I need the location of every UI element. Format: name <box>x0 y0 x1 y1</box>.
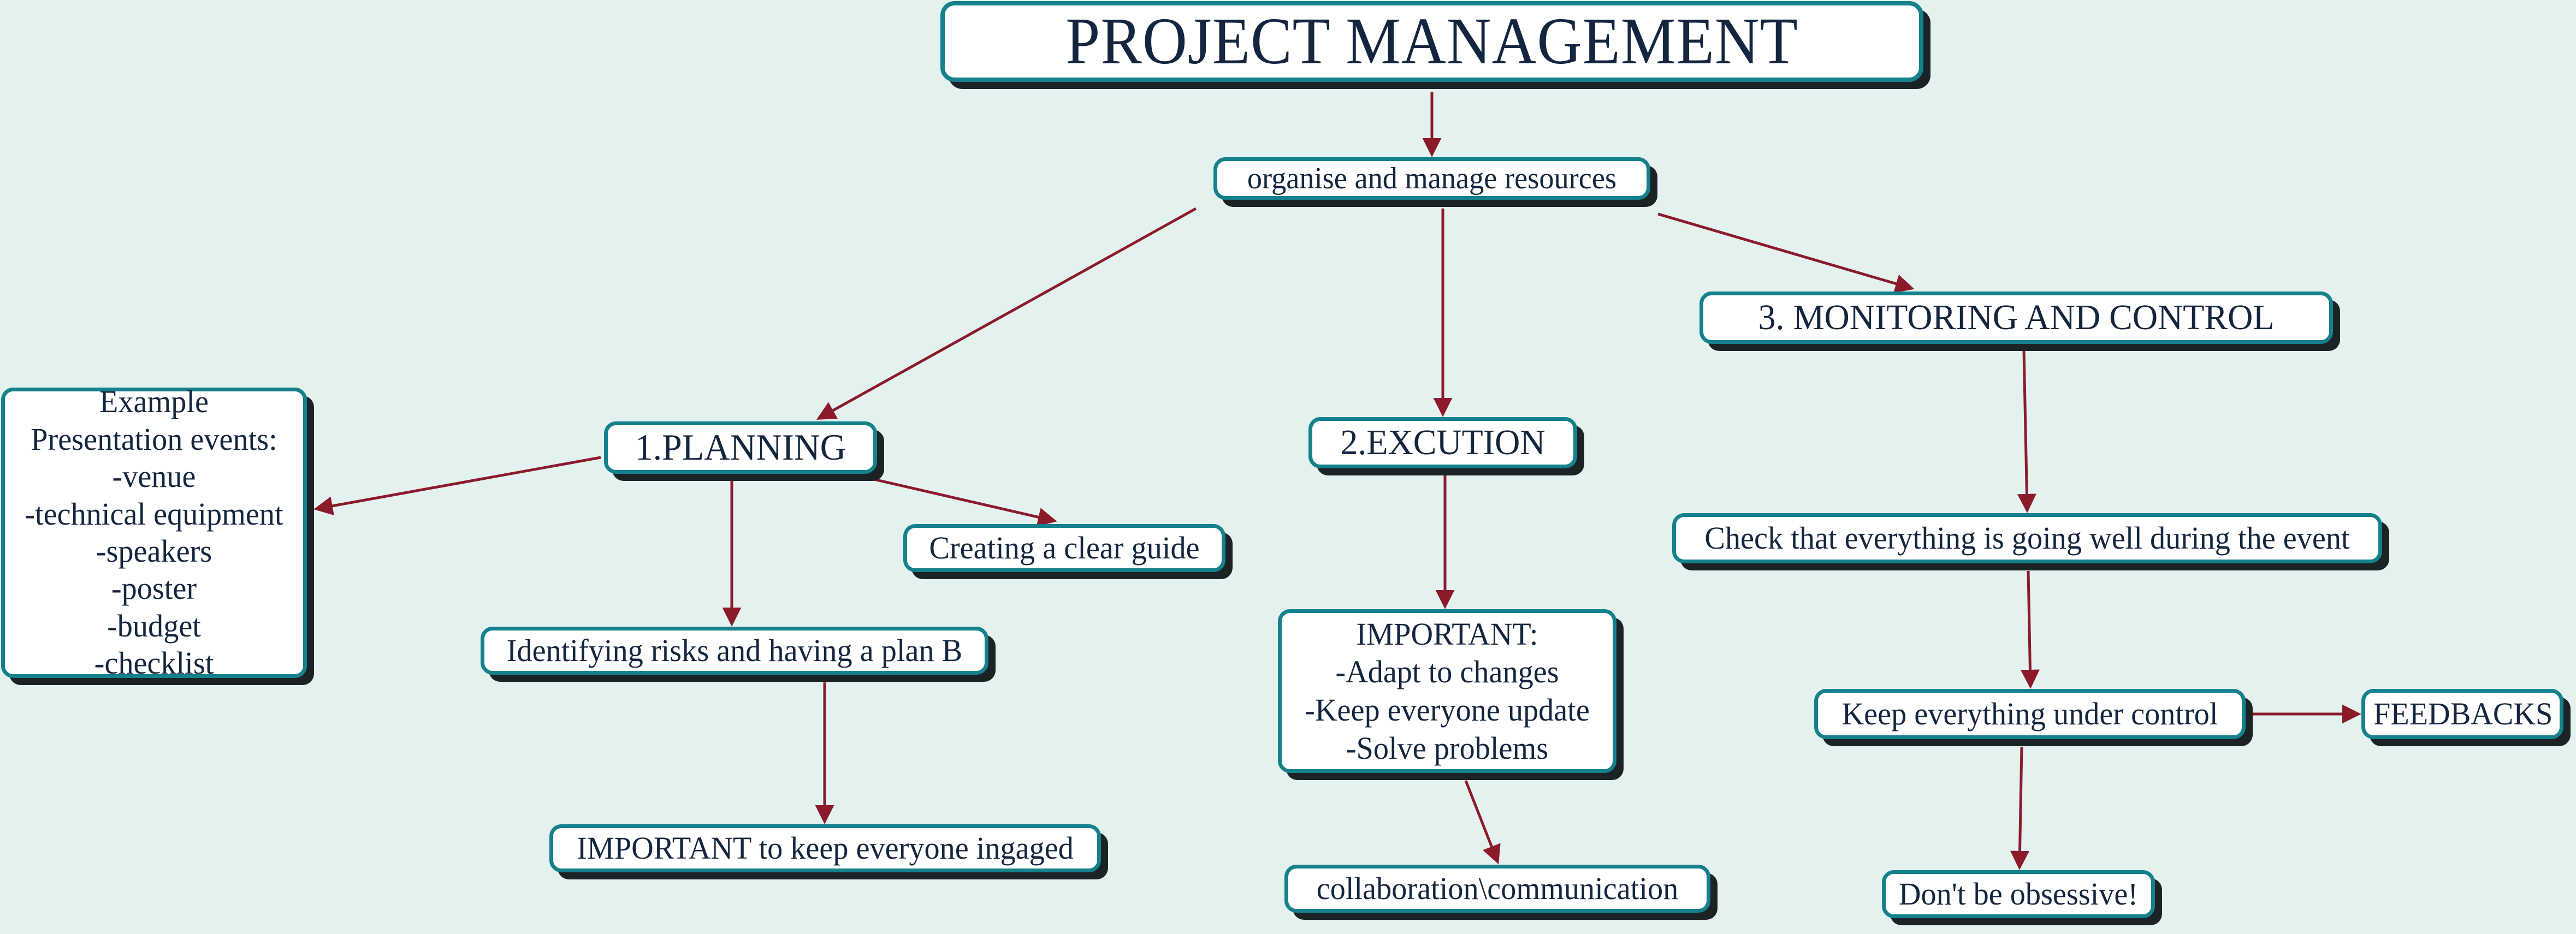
node-planning[interactable]: 1.PLANNING <box>604 421 877 474</box>
edge-important-to-collaboration <box>1464 780 1501 865</box>
node-important-execution-list[interactable]: IMPORTANT: -Adapt to changes -Keep every… <box>1278 609 1616 773</box>
node-label: 1.PLANNING <box>635 426 846 468</box>
node-label: Creating a clear guide <box>929 530 1200 566</box>
node-label: Don't be obsessive! <box>1898 876 2139 912</box>
node-label: Check that everything is going well duri… <box>1704 520 2350 556</box>
node-label: Example Presentation events: -venue -tec… <box>25 384 283 681</box>
node-monitoring-and-control[interactable]: 3. MONITORING AND CONTROL <box>1699 291 2333 344</box>
node-important-keep-everyone-engaged[interactable]: IMPORTANT to keep everyone ingaged <box>549 824 1101 872</box>
node-label: Keep everything under control <box>1841 695 2218 731</box>
node-check-everything-going-well[interactable]: Check that everything is going well duri… <box>1672 513 2382 563</box>
node-dont-be-obsessive[interactable]: Don't be obsessive! <box>1882 870 2155 918</box>
edge-organise-to-monitoring <box>1657 212 1915 293</box>
node-label: 2.EXCUTION <box>1340 423 1545 463</box>
node-label: collaboration\communication <box>1316 870 1679 906</box>
node-label: organise and manage resources <box>1247 161 1617 195</box>
node-label: Identifying risks and having a plan B <box>506 632 963 668</box>
node-label: 3. MONITORING AND CONTROL <box>1758 298 2275 338</box>
edge-keepcontrol-to-obsessive <box>2010 746 2030 870</box>
edge-check-to-keepcontrol <box>2020 570 2040 689</box>
node-label: FEEDBACKS <box>2373 695 2553 731</box>
node-organise-and-manage-resources[interactable]: organise and manage resources <box>1213 157 1650 200</box>
node-keep-everything-under-control[interactable]: Keep everything under control <box>1814 689 2246 739</box>
node-label: IMPORTANT to keep everyone ingaged <box>577 830 1074 866</box>
edge-organise-to-planning <box>816 207 1197 420</box>
node-label: IMPORTANT: -Adapt to changes -Keep every… <box>1305 616 1590 766</box>
edge-monitoring-to-check <box>2017 350 2036 513</box>
node-identifying-risks-plan-b[interactable]: Identifying risks and having a plan B <box>481 627 988 675</box>
edge-planning-to-example <box>313 456 601 516</box>
node-execution[interactable]: 2.EXCUTION <box>1308 417 1577 468</box>
node-creating-a-clear-guide[interactable]: Creating a clear guide <box>903 524 1225 572</box>
node-collaboration-communication[interactable]: collaboration\communication <box>1284 865 1710 913</box>
node-example-presentation-events[interactable]: Example Presentation events: -venue -tec… <box>1 384 307 681</box>
node-label: PROJECT MANAGEMENT <box>1065 4 1798 79</box>
node-feedbacks[interactable]: FEEDBACKS <box>2361 689 2563 739</box>
node-project-management[interactable]: PROJECT MANAGEMENT <box>940 1 1923 82</box>
edge-planning-to-creating <box>873 478 1057 527</box>
